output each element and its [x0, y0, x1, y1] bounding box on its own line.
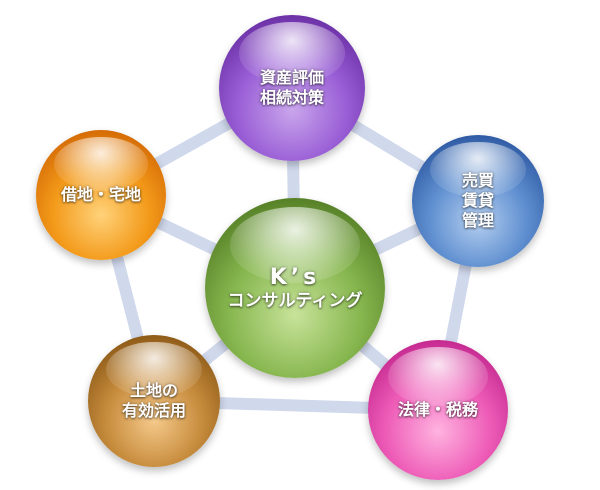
node-right-line2: 賃貸 [461, 191, 494, 210]
node-right-line1: 売買 [461, 171, 494, 190]
center-subtitle: コンサルティング [227, 291, 363, 312]
node-right-line3: 管理 [461, 211, 494, 230]
node-br-line1: 法律・税務 [397, 400, 478, 419]
node-left-line1: 借地・宅地 [60, 185, 141, 204]
node-bl-line1: 土地の [129, 381, 178, 400]
node-ks-consulting: K’s コンサルティング [205, 198, 385, 378]
node-land-utilization: 土地の 有効活用 [88, 335, 220, 467]
node-top-line1: 資産評価 [259, 68, 324, 87]
node-leasehold-residential: 借地・宅地 [36, 130, 166, 260]
node-law-tax: 法律・税務 [368, 340, 508, 480]
center-title: K’s [269, 264, 321, 290]
node-asset-valuation: 資産評価 相続対策 [219, 15, 365, 161]
node-sales-rental-management: 売買 賃貸 管理 [412, 135, 544, 267]
node-top-line2: 相続対策 [259, 88, 324, 107]
node-bl-line2: 有効活用 [121, 401, 186, 420]
